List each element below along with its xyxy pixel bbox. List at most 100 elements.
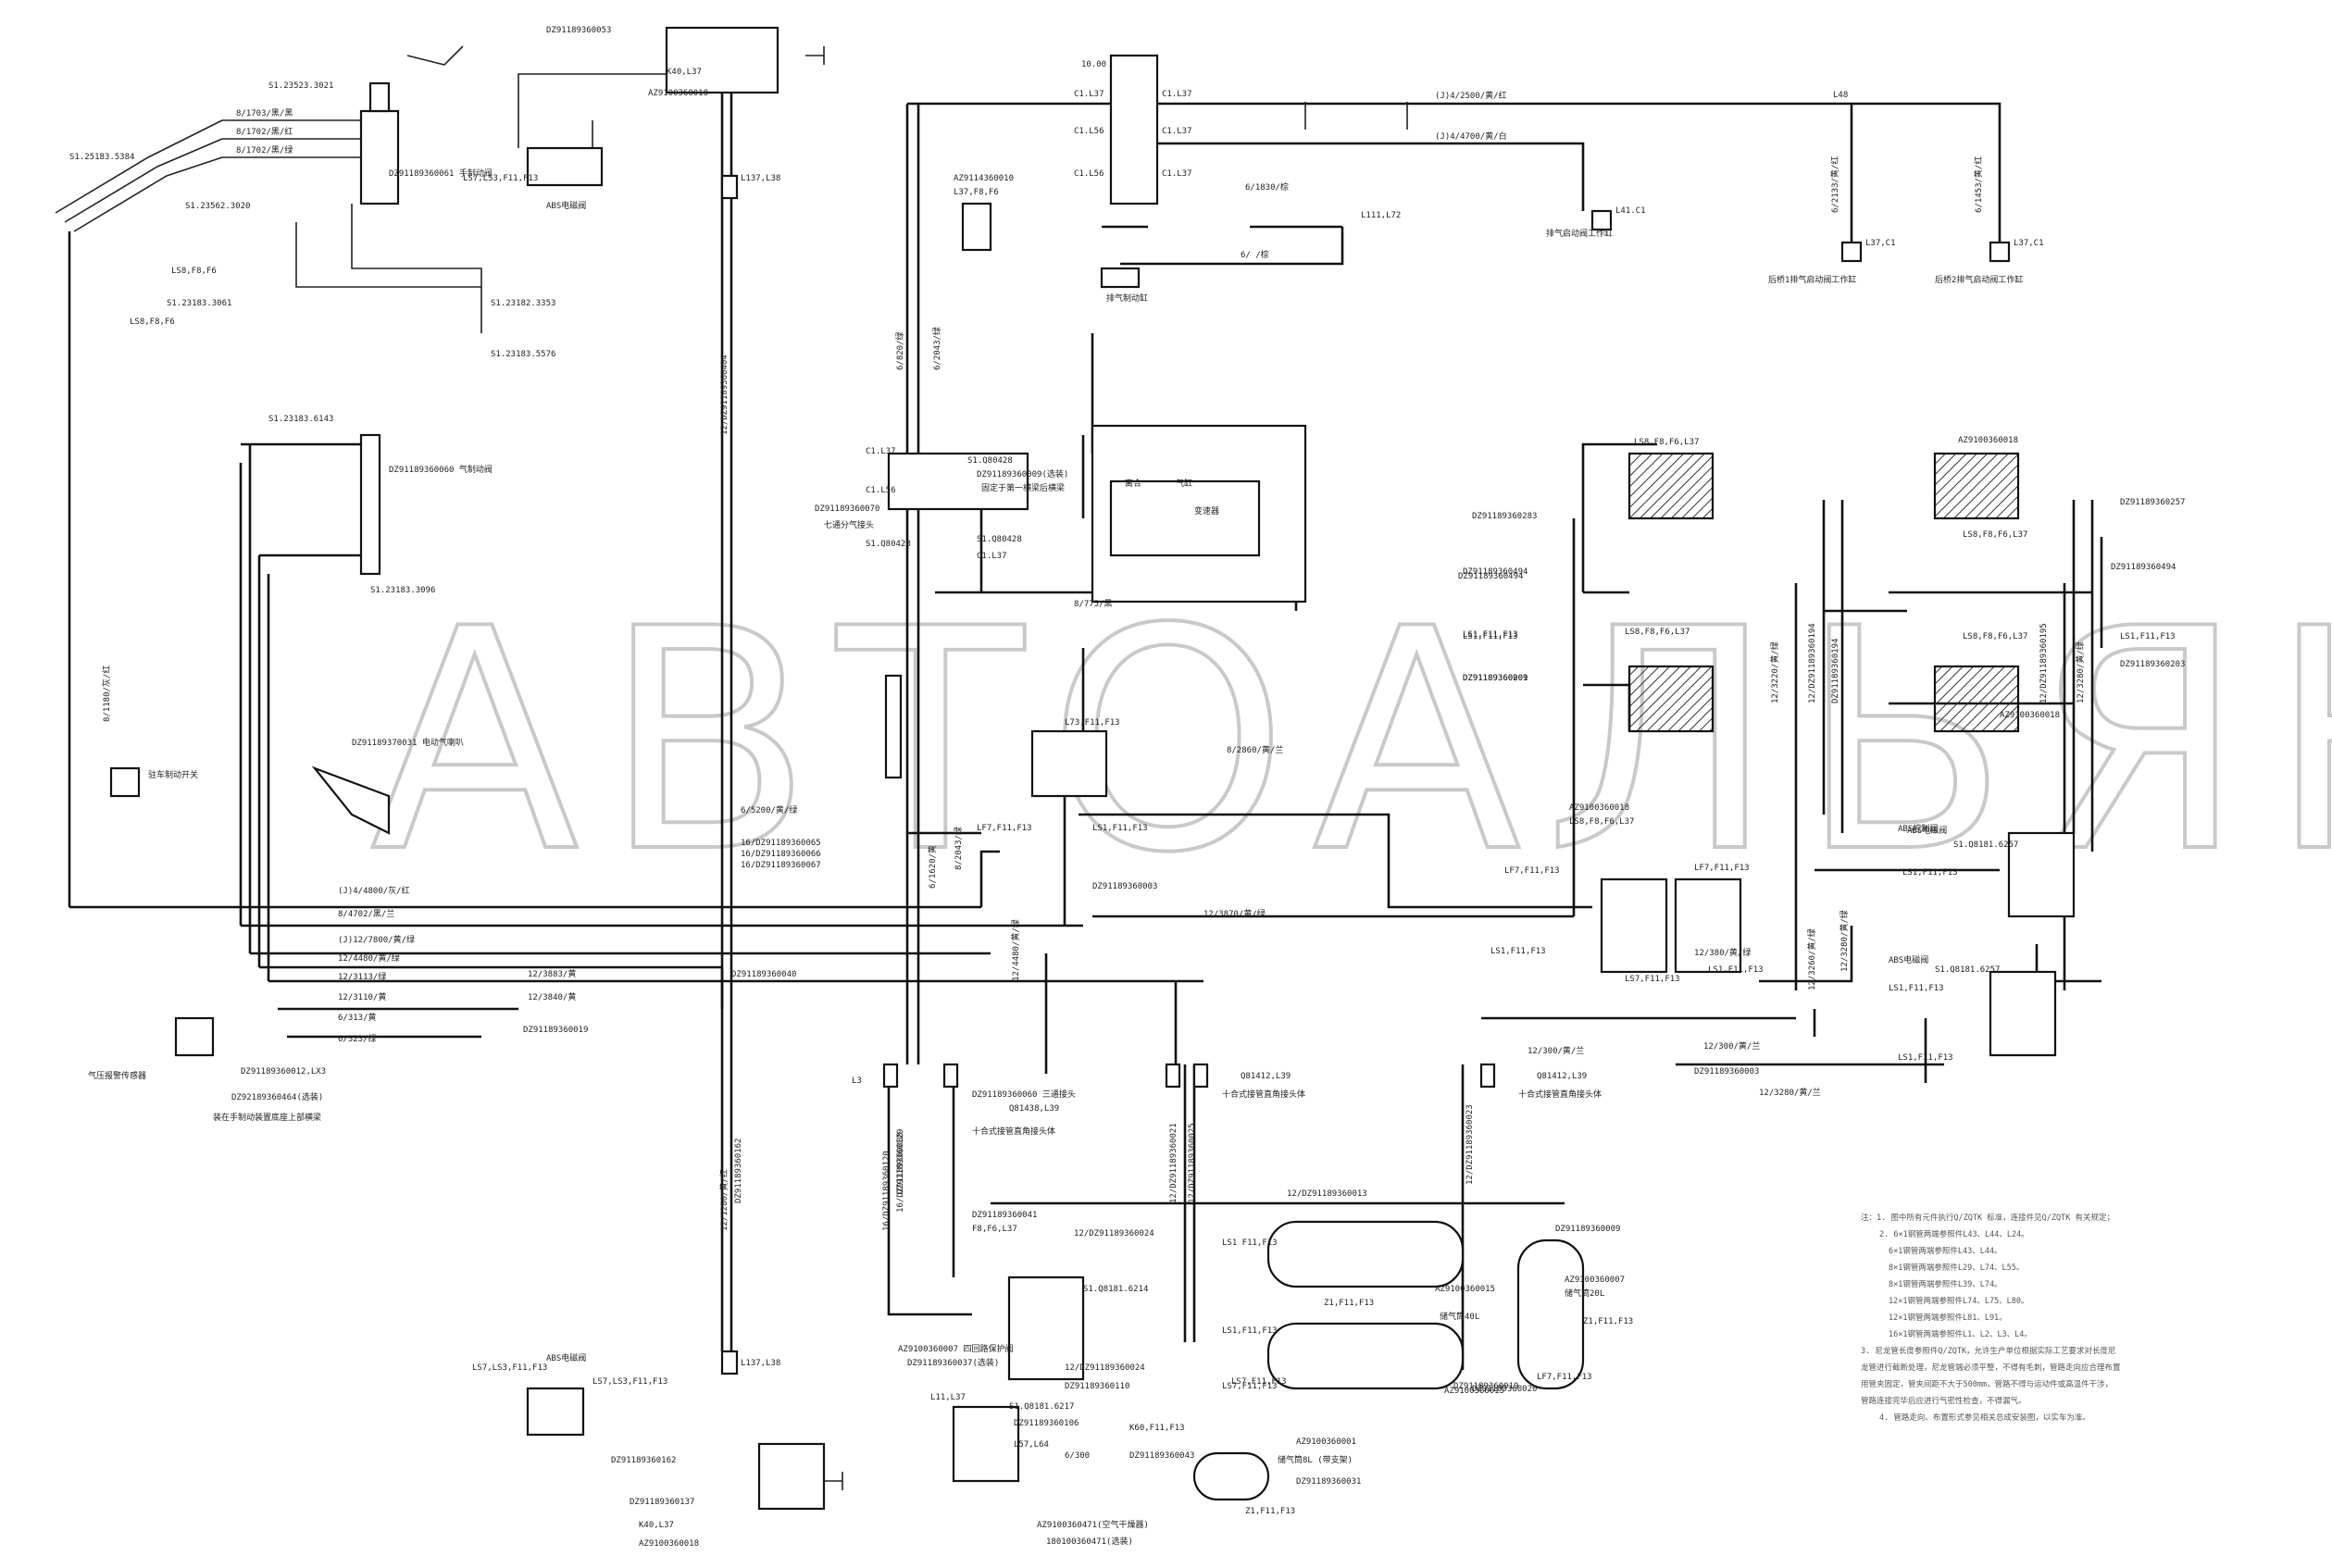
label: DZ91189360201	[1463, 674, 1528, 683]
label: AZ9100360018	[1958, 436, 2018, 445]
connector-block	[1109, 54, 1159, 205]
label: AZ9100360018	[1569, 803, 1629, 813]
label: DZ92189360464(选装)	[231, 1091, 323, 1102]
label: DZ91189360019	[523, 1026, 588, 1035]
label: DZ91189360162	[734, 1139, 743, 1203]
label: C1.L37	[1074, 90, 1104, 99]
label: LF7,F11,F13	[1537, 1373, 1592, 1382]
label: AZ9100360015	[1444, 1387, 1504, 1396]
label: 12/4480/黄/绿	[1010, 919, 1021, 981]
air-dryer	[952, 1405, 1020, 1483]
label: Z1,F11,F13	[1245, 1507, 1295, 1516]
label: Q81412,L39	[1537, 1072, 1587, 1081]
label: S1.Q80428	[866, 540, 911, 549]
label: LS1,F11,F13	[1222, 1326, 1278, 1336]
label: DZ91189360194	[1831, 639, 1840, 703]
label: Q81412,L39	[1241, 1072, 1291, 1081]
label: S1.Q8181.6257	[1953, 840, 2018, 850]
note-line: 4. 管路走向、布置形式参见相关总成安装图，以实车为准。	[1879, 1412, 2090, 1423]
watermark: АВТОАЛЬЯНС	[370, 564, 2332, 919]
label: L37,C1	[2014, 239, 2044, 248]
label: L41.C1	[1615, 206, 1646, 216]
label: DZ91189360494	[1463, 567, 1528, 577]
vertical-pipe-labels: 8/1180/灰/红 6/2133/黄/红 6/1453/黄/红 6/820/绿…	[101, 156, 2086, 1231]
label: LS7,LS3,F11,F13	[463, 174, 538, 183]
brake-chamber-1	[1627, 452, 1715, 520]
label: DZ91189360257	[2120, 498, 2185, 507]
label: DZ91189360137	[630, 1498, 694, 1507]
label: S1.Q80428	[967, 456, 1013, 466]
label: LS1,F11,F13	[1889, 984, 1944, 993]
relay-valve-center	[1030, 729, 1108, 798]
label: LS8,F8,F6,L37	[1569, 817, 1634, 827]
label: L37,C1	[1865, 239, 1896, 248]
label: ABS电磁阀	[546, 200, 586, 211]
label: DZ91189360494	[1458, 572, 1523, 581]
note-line: 管路连接完毕后应进行气密性检查，不得漏气。	[1861, 1396, 2026, 1406]
label: 16/DZ91189360065	[741, 839, 821, 848]
label: 12/3280/黄/绿	[2075, 641, 2086, 703]
air-horn	[311, 765, 391, 835]
label: C1.L37	[866, 447, 896, 456]
label: L111,L72	[1361, 211, 1401, 220]
label: LS1,F11,F13	[1902, 868, 1958, 877]
label: 排气制动缸	[1106, 292, 1148, 304]
brake-chamber-3	[1627, 665, 1715, 733]
label: 十合式接管直角接头体	[1518, 1089, 1602, 1100]
label: 12/3280/黄/绿	[1839, 910, 1850, 972]
label: LS1,F11,F13	[1463, 630, 1518, 640]
label: S1.23183.3061	[167, 299, 231, 308]
label: L3	[852, 1076, 862, 1086]
label: C1.L56	[1074, 169, 1104, 179]
label: 12/3840/黄	[528, 991, 576, 1002]
label: 12/DZ91189360013	[1287, 1189, 1367, 1199]
label: 七通分气接头	[824, 519, 874, 530]
label: 12/DZ91189360024	[1074, 1229, 1154, 1238]
label: 12/3870/黄/绿	[1203, 908, 1266, 919]
air-pressure-sensor	[174, 1016, 215, 1057]
air-tank-8l	[1192, 1451, 1270, 1501]
label: DZ91189370031 电动气喇叭	[352, 737, 464, 748]
label: (J)12/7800/黄/绿	[338, 934, 415, 945]
label: 6/2043/绿	[931, 327, 942, 370]
label: 180100360471(选装)	[1046, 1536, 1133, 1547]
label: S1.23183.5576	[491, 350, 555, 359]
abs-valve-right-1	[2007, 831, 2076, 918]
label: DZ91189360162	[611, 1456, 676, 1465]
label: 6/1620/黄	[927, 845, 938, 889]
label: 12/3113/绿	[338, 971, 386, 982]
label: AZ9100360471(空气干燥器)	[1037, 1519, 1149, 1530]
label: DZ91189360037(选装)	[907, 1357, 999, 1368]
label: DZ91189360129	[896, 1129, 905, 1194]
label: LS1,F11,F13	[1708, 965, 1764, 975]
label: 装在手制动装置底座上部横梁	[213, 1112, 321, 1123]
label: 6/1830/棕	[1245, 181, 1289, 193]
label: 12/300/黄/兰	[1528, 1045, 1584, 1056]
abs-solenoid-valve-bottom	[526, 1387, 585, 1437]
label: 储气筒40L	[1440, 1311, 1479, 1322]
label: 12/DZ91189360023	[1465, 1104, 1475, 1185]
label: AZ9114360010	[954, 174, 1014, 183]
label: 12/3260/黄/绿	[1806, 928, 1817, 990]
label: 6/5200/黄/绿	[741, 804, 797, 815]
label: LS1,F11,F13	[1092, 824, 1148, 833]
label: DZ91189360041	[972, 1211, 1037, 1220]
label: 固定于第一横梁后横梁	[981, 482, 1065, 493]
label: 12/380/黄/绿	[1694, 947, 1751, 958]
note-line: 16×1钢管两端参照件L1、L2、L3、L4。	[1889, 1329, 2032, 1339]
label: 6/ /棕	[1241, 249, 1269, 260]
label: 离合	[1125, 478, 1141, 489]
label: LS8,F8,F6,L37	[1963, 632, 2027, 641]
label: 12/4480/黄/绿	[338, 952, 400, 964]
label: 16/DZ91189360067	[741, 861, 821, 870]
label: 12/DZ91189360404	[720, 355, 730, 435]
label: L57,L64	[1014, 1440, 1049, 1450]
label: (J)4/4700/黄/白	[1435, 131, 1507, 142]
label: 12/3883/黄	[528, 968, 576, 979]
note-line: 8×1钢管两端参照件L29、L74、L55。	[1889, 1263, 2024, 1273]
label: AZ9100360007 四回路保护阀	[898, 1343, 1013, 1354]
four-circuit-protection-valve	[1007, 1276, 1085, 1381]
label: LS8,F8,F6,L37	[1625, 628, 1690, 637]
label: S1.25183.5384	[69, 153, 134, 162]
